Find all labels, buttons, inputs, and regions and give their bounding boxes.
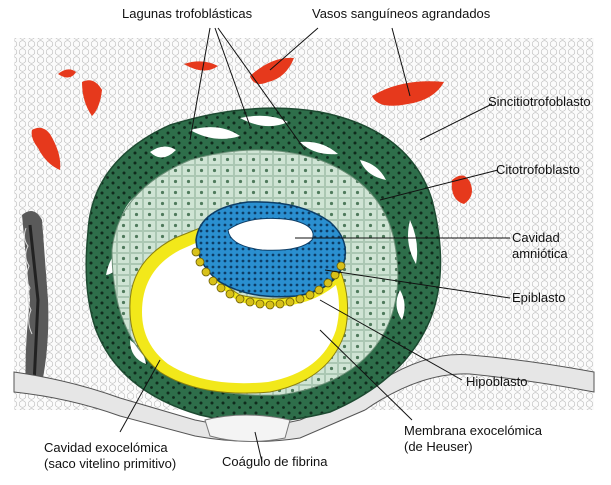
label-cavidad-amniotica-2: amniótica — [512, 246, 568, 261]
label-lagunas-trofoblasticas: Lagunas trofoblásticas — [122, 6, 253, 21]
uterine-gland — [22, 211, 49, 392]
hypoblast — [191, 247, 346, 310]
exocoelomic-cavity — [142, 242, 339, 384]
amniotic-cavity — [227, 217, 314, 251]
label-vasos-sanguineos: Vasos sanguíneos agrandados — [312, 6, 491, 21]
label-cavidad-exocelomica-1: Cavidad exocelómica — [44, 440, 168, 455]
leader-lines — [119, 27, 511, 463]
label-membrana-exocelomica-1: Membrana exocelómica — [404, 423, 543, 438]
label-epiblasto: Epiblasto — [512, 290, 566, 305]
label-cavidad-exocelomica-2: (saco vitelino primitivo) — [44, 456, 177, 471]
label-coagulo-fibrina: Coágulo de fibrina — [222, 454, 328, 469]
label-cavidad-amniotica-1: Cavidad — [512, 230, 560, 245]
label-sincitiotrofoblasto: Sincitiotrofoblasto — [488, 94, 591, 109]
blood-vessels — [31, 57, 472, 204]
label-hipoblasto: Hipoblasto — [466, 374, 528, 389]
label-membrana-exocelomica-2: (de Heuser) — [404, 439, 473, 454]
label-citotrofoblasto: Citotrofoblasto — [496, 162, 580, 177]
fibrin-clot — [204, 414, 291, 443]
